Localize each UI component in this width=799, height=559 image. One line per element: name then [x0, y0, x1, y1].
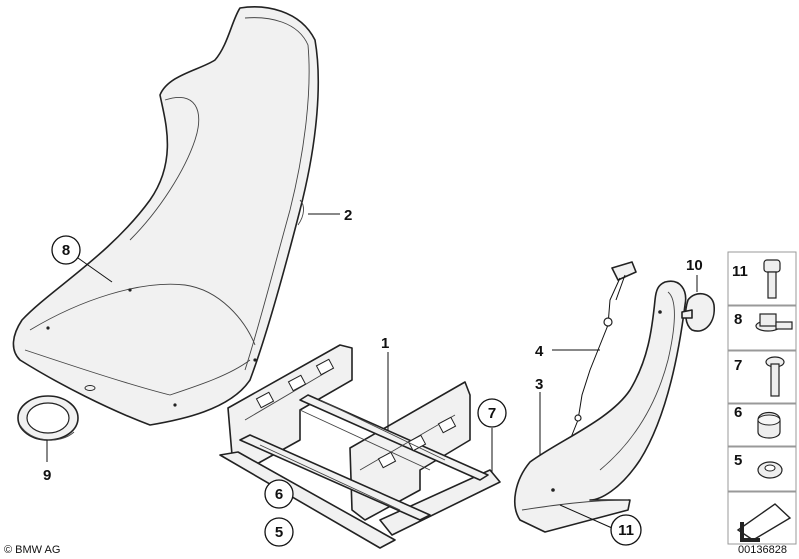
circled-callout-5[interactable]: 5: [264, 517, 294, 547]
circled-callout-6[interactable]: 6: [264, 479, 294, 509]
callout-10[interactable]: 10: [686, 257, 703, 274]
seat-frame[interactable]: [219, 344, 501, 549]
circled-callout-7[interactable]: 7: [477, 398, 507, 428]
callout-4[interactable]: 4: [535, 343, 544, 360]
flange-screw-icon: [755, 313, 793, 332]
callout-8: 8: [62, 242, 70, 259]
nut-icon: [757, 461, 783, 479]
callout-6: 6: [275, 486, 283, 503]
orientation-arrow-icon: [736, 503, 792, 542]
callout-11: 11: [618, 522, 634, 539]
screw-icon: [765, 356, 785, 397]
cap-part[interactable]: [681, 292, 715, 332]
copyright-text: © BMW AG: [4, 544, 60, 556]
callout-7: 7: [488, 405, 496, 422]
callout-9[interactable]: 9: [43, 467, 51, 484]
ring-part[interactable]: [17, 395, 79, 441]
callout-2[interactable]: 2: [344, 207, 352, 224]
seat-shell[interactable]: [12, 6, 320, 426]
cap-icon: [757, 411, 781, 439]
leader-lines: [46, 213, 698, 529]
circled-callout-8[interactable]: 8: [51, 235, 81, 265]
legend-label-5: 5: [734, 452, 742, 469]
circled-callout-11[interactable]: 11: [610, 514, 642, 546]
legend-label-8: 8: [734, 311, 742, 328]
diagram-number: 00136828: [738, 544, 787, 556]
cable-part[interactable]: [566, 261, 637, 442]
callout-5: 5: [275, 524, 283, 541]
callout-3[interactable]: 3: [535, 376, 543, 393]
legend-label-7: 7: [734, 357, 742, 374]
fastener-legend: 11 8 7 6 5: [727, 251, 797, 545]
legend-label-6: 6: [734, 404, 742, 421]
bolt-icon: [763, 259, 781, 299]
side-trim[interactable]: [514, 280, 687, 533]
legend-label-11: 11: [732, 263, 748, 280]
callout-1[interactable]: 1: [381, 335, 389, 352]
